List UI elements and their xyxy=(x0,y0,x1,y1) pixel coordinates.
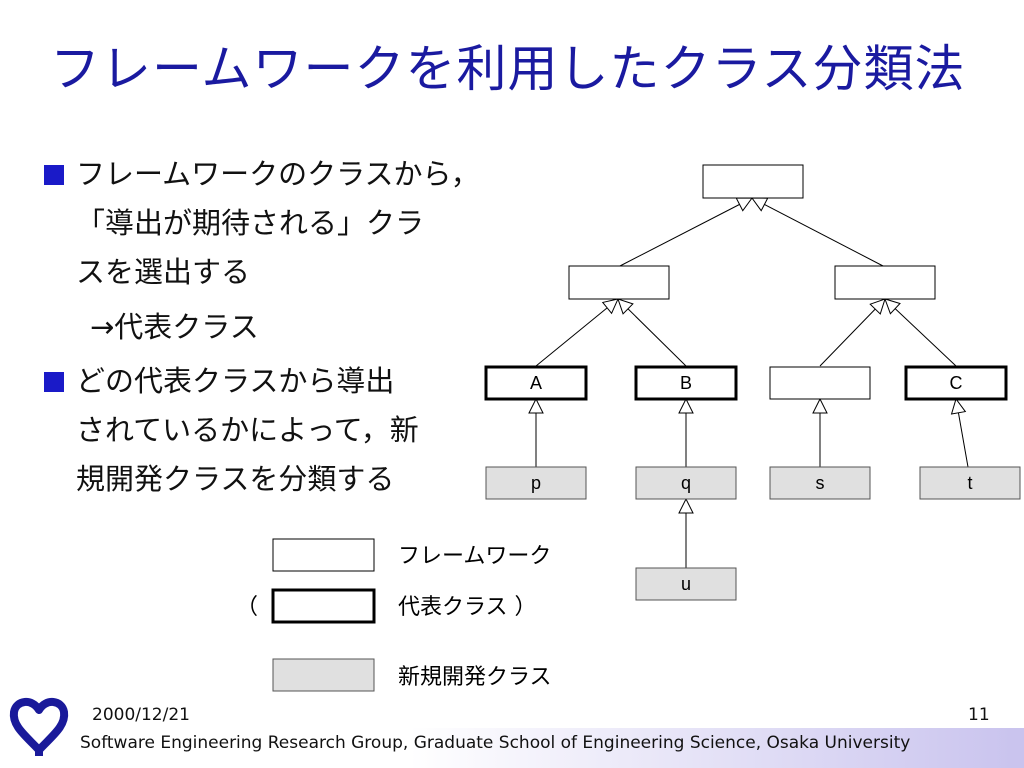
label-u: u xyxy=(681,574,691,594)
legend-new-class-label: 新規開発クラス xyxy=(398,665,552,690)
edge-A-to-left-mid xyxy=(535,299,618,367)
new-class-box-p xyxy=(485,466,587,500)
legend-framework-label: フレームワーク xyxy=(398,544,551,569)
edge-left-mid-to-root xyxy=(617,198,752,268)
framework-right-box xyxy=(834,265,936,300)
bullet-1-line-3: スを選出する xyxy=(76,255,251,289)
legend-representative-label: 代表クラス ） xyxy=(398,595,537,620)
label-s: s xyxy=(816,473,825,493)
label-t: t xyxy=(967,473,972,493)
legend-representative-swatch xyxy=(271,588,376,624)
footer-date: 2000/12/21 xyxy=(92,705,190,725)
representative-box-B xyxy=(634,365,738,401)
label-q: q xyxy=(681,473,691,493)
framework-s-parent-box xyxy=(769,366,871,400)
inheritance-edges xyxy=(535,198,969,568)
footer-affiliation: Software Engineering Research Group, Gra… xyxy=(80,733,911,753)
bullet-2-line-1: どの代表クラスから導出 xyxy=(76,364,395,398)
framework-left-box xyxy=(568,265,670,300)
edge-s-parent-to-right-mid xyxy=(819,299,885,367)
bullet-item-1: フレームワークのクラスから， 「導出が期待される」クラ スを選出する xyxy=(44,150,484,297)
footer-band xyxy=(0,728,1024,768)
legend: フレームワーク （ 代表クラス ） 新規開発クラス xyxy=(236,538,552,692)
framework-root-box xyxy=(702,164,804,199)
page-number: 11 xyxy=(968,705,990,725)
new-class-box-q xyxy=(635,466,737,500)
label-p: p xyxy=(531,473,541,493)
slide-title: フレームワークを利用したクラス分類法 xyxy=(50,40,966,98)
representative-box-A xyxy=(484,365,588,401)
bullet-square-icon xyxy=(44,165,64,185)
label-C: C xyxy=(950,373,963,393)
bullet-1-line-2: 「導出が期待される」クラ xyxy=(76,206,425,240)
legend-new-class-swatch xyxy=(272,658,375,692)
new-class-box-u xyxy=(635,567,737,601)
university-logo-icon xyxy=(9,698,69,756)
bullet-list: フレームワークのクラスから， 「導出が期待される」クラ スを選出する →代表クラ… xyxy=(44,150,484,504)
edge-t-to-C xyxy=(956,399,969,468)
new-class-box-t xyxy=(919,466,1021,500)
label-A: A xyxy=(530,373,542,393)
edge-right-mid-to-root xyxy=(752,198,886,268)
bullet-2-line-2: されているかによって，新 xyxy=(76,413,419,447)
bullet-1-line-1: フレームワークのクラスから， xyxy=(76,157,480,191)
label-B: B xyxy=(680,373,692,393)
legend-framework-swatch xyxy=(272,538,375,572)
bullet-2-line-3: 規開発クラスを分類する xyxy=(76,462,395,496)
edge-B-to-left-mid xyxy=(618,299,687,367)
new-class-box-s xyxy=(769,466,871,500)
sub-point: →代表クラス xyxy=(90,310,259,344)
bullet-square-icon xyxy=(44,372,64,392)
representative-box-C xyxy=(904,365,1008,401)
edge-C-to-right-mid xyxy=(885,299,957,367)
bullet-item-2: どの代表クラスから導出 されているかによって，新 規開発クラスを分類する xyxy=(44,357,484,504)
legend-representative-open-paren: （ xyxy=(236,595,258,620)
